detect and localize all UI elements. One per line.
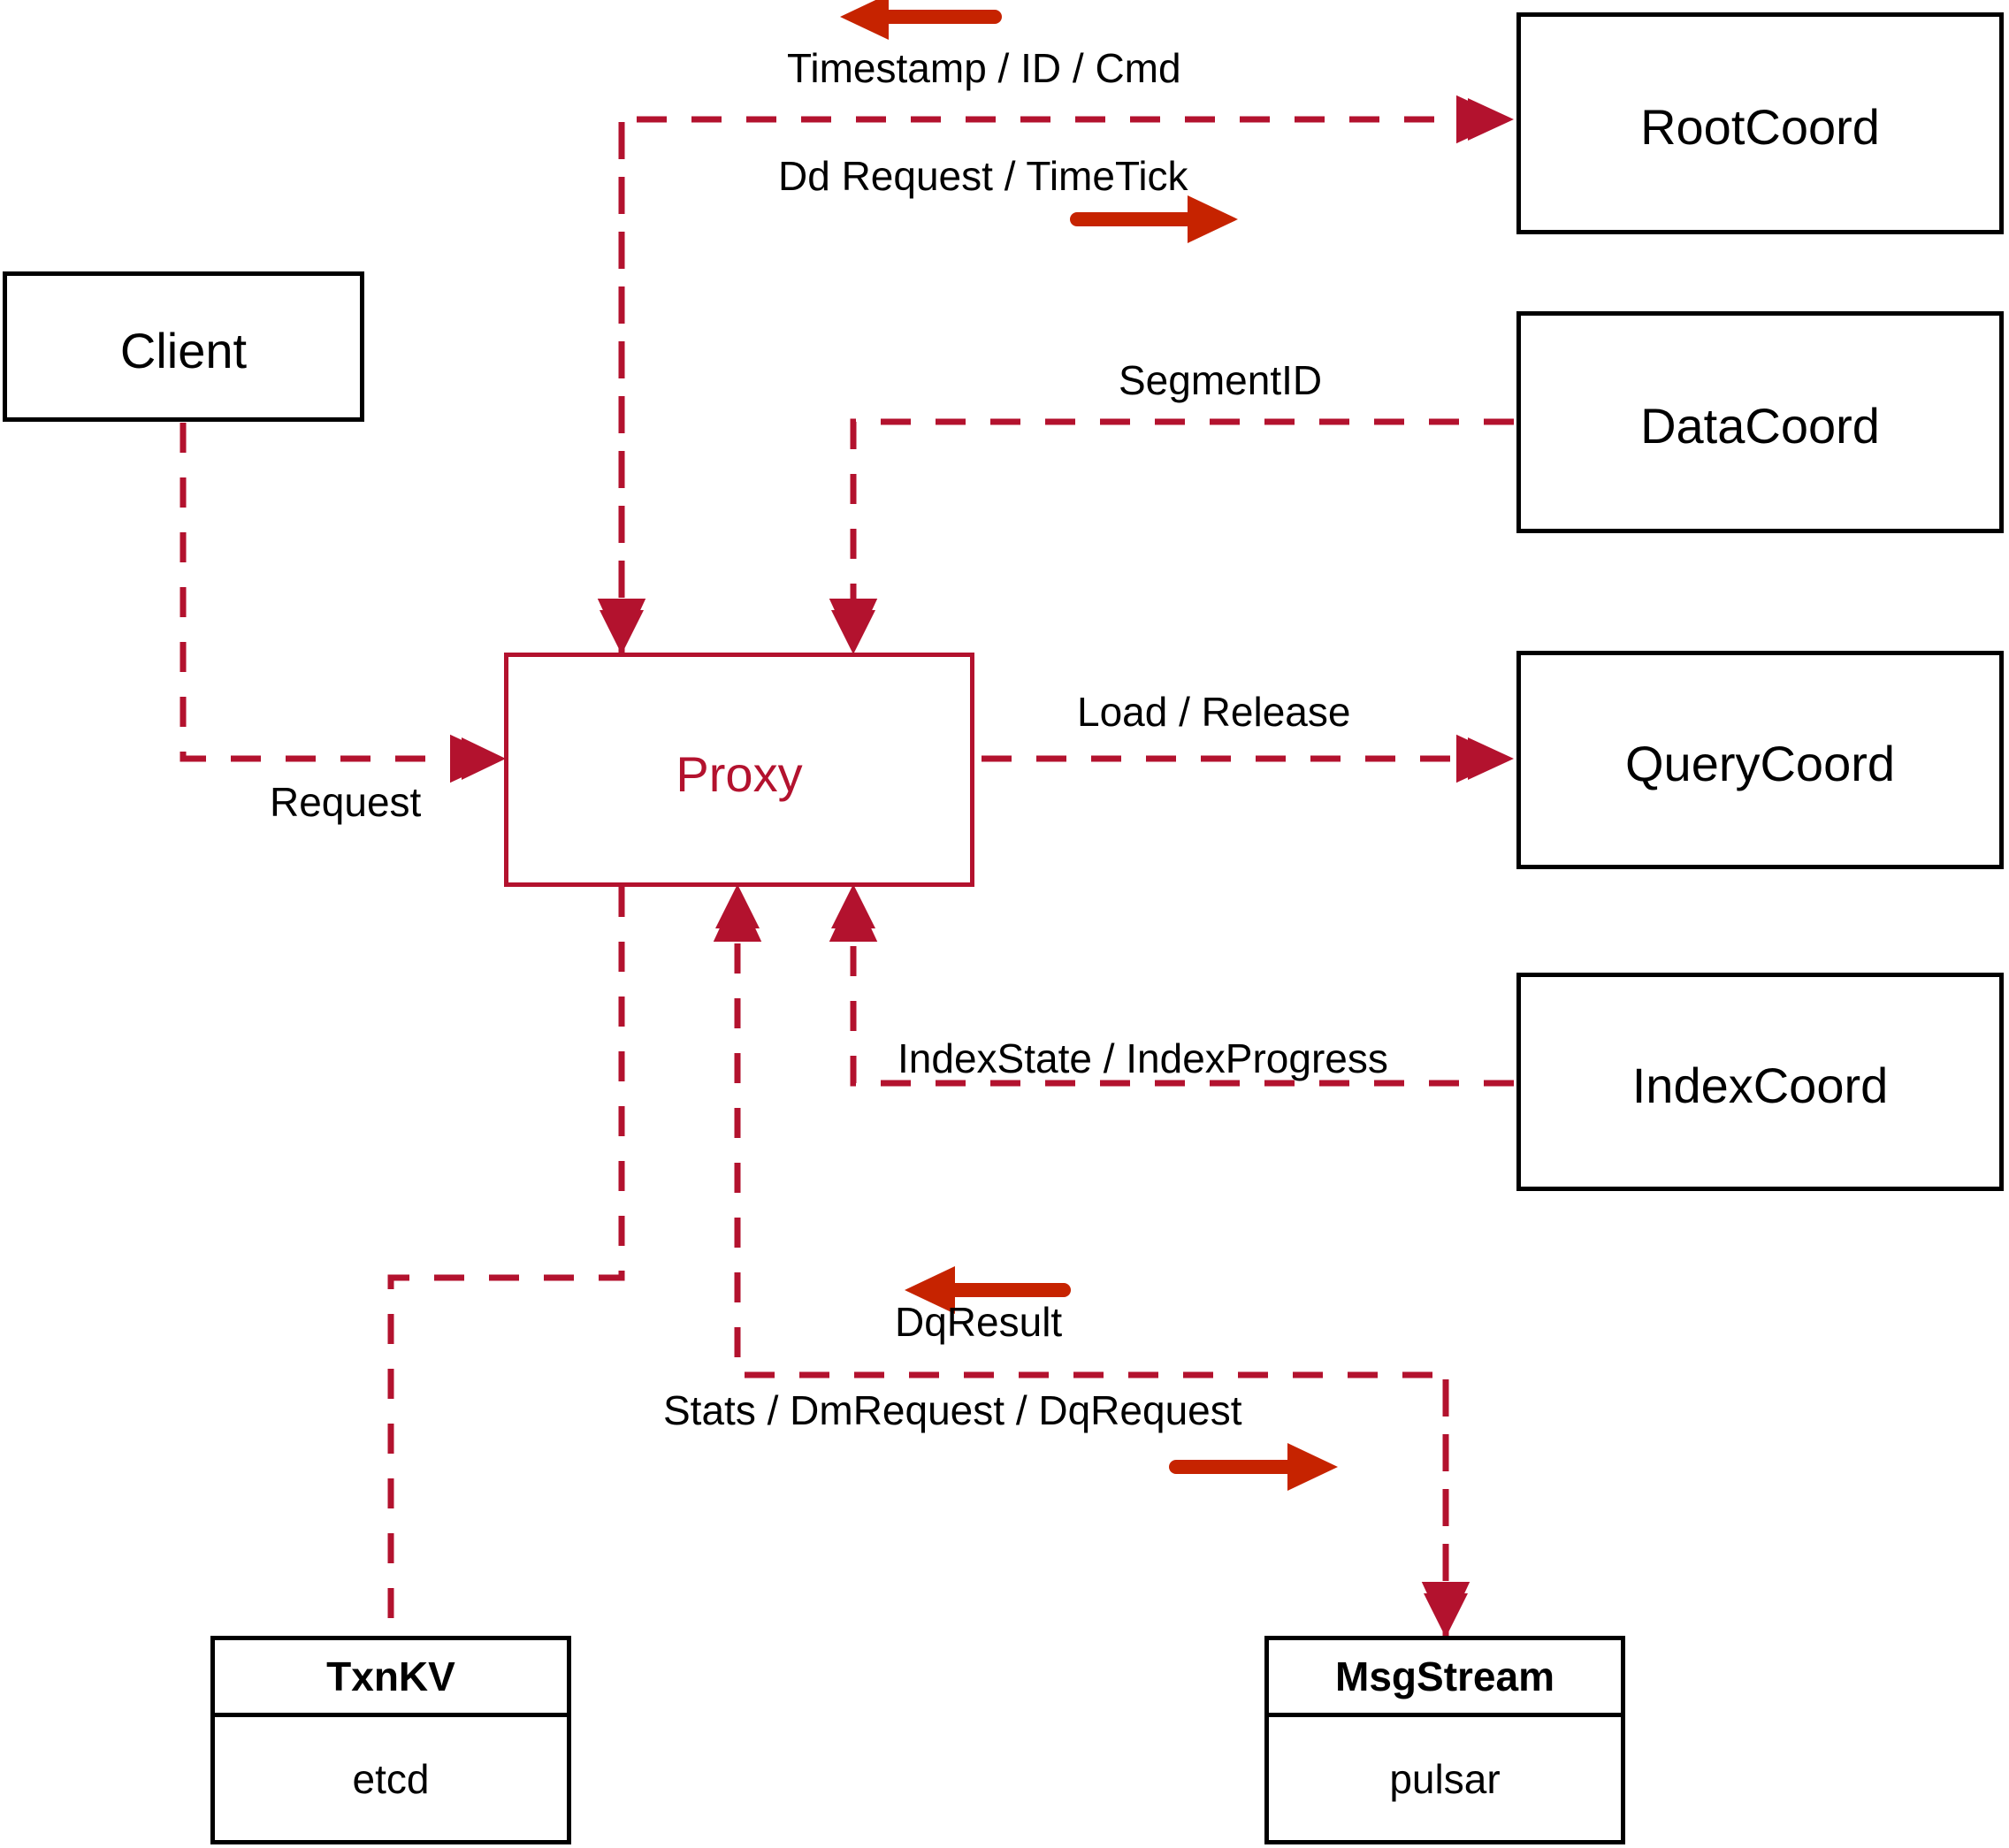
edge-client-to-proxy (180, 423, 502, 783)
node-client-label: Client (119, 323, 248, 378)
edge-label-dqresult: DqResult (895, 1299, 1063, 1345)
direction-arrow-left-dqresult (905, 1266, 1071, 1314)
node-querycoord-label: QueryCoord (1624, 736, 1896, 791)
node-datacoord-label: DataCoord (1640, 398, 1880, 454)
direction-arrows (840, 0, 1338, 1491)
arrowhead-into-proxy-bottom-dqresult (715, 884, 760, 928)
arrowhead-into-proxy-top-left (600, 610, 644, 654)
node-proxy-label: Proxy (676, 746, 803, 802)
edge-label-load-release: Load / Release (1077, 689, 1351, 735)
node-client[interactable]: Client (3, 271, 364, 422)
node-querycoord[interactable]: QueryCoord (1516, 651, 2004, 869)
node-rootcoord-label: RootCoord (1640, 99, 1880, 155)
direction-arrow-right-ddrequest (1070, 195, 1238, 243)
node-rootcoord[interactable]: RootCoord (1516, 12, 2004, 234)
node-txnkv-impl: etcd (352, 1755, 430, 1802)
edge-label-request: Request (270, 779, 422, 825)
node-txnkv-title: TxnKV (215, 1640, 567, 1717)
direction-arrow-right-stats (1169, 1443, 1338, 1491)
node-msgstream-title: MsgStream (1269, 1640, 1621, 1717)
arrowhead-into-proxy-left (462, 737, 506, 780)
node-txnkv[interactable]: TxnKV etcd (210, 1636, 571, 1844)
node-indexcoord[interactable]: IndexCoord (1516, 973, 2004, 1191)
edge-indexcoord-to-proxy (829, 890, 1514, 1087)
node-datacoord[interactable]: DataCoord (1516, 311, 2004, 533)
edge-label-dd-request-timetick: Dd Request / TimeTick (778, 153, 1188, 199)
arrowhead-into-querycoord (1468, 737, 1514, 780)
node-msgstream[interactable]: MsgStream pulsar (1264, 1636, 1625, 1844)
edge-label-stats-dmrequest-dqrequest: Stats / DmRequest / DqRequest (663, 1387, 1242, 1433)
edge-label-segmentid: SegmentID (1119, 357, 1323, 403)
arrowhead-into-rootcoord (1468, 98, 1514, 141)
edge-label-timestamp-id-cmd: Timestamp / ID / Cmd (787, 45, 1181, 91)
arrowhead-into-proxy-top-right (831, 610, 875, 654)
edge-arrowheads (462, 98, 1514, 1638)
edge-proxy-to-txnkv (387, 887, 625, 1636)
node-proxy[interactable]: Proxy (504, 653, 974, 887)
edge-label-indexstate-indexprogress: IndexState / IndexProgress (898, 1035, 1388, 1081)
node-msgstream-impl: pulsar (1389, 1755, 1501, 1802)
arrowhead-into-proxy-bottom-indexstate (831, 884, 875, 928)
direction-arrow-left-timestamp (840, 0, 1002, 40)
arrowhead-into-msgstream (1424, 1593, 1468, 1638)
node-indexcoord-label: IndexCoord (1631, 1058, 1889, 1113)
edge-msgstream-to-proxy (713, 890, 1449, 1636)
edge-datacoord-to-proxy (829, 418, 1514, 651)
